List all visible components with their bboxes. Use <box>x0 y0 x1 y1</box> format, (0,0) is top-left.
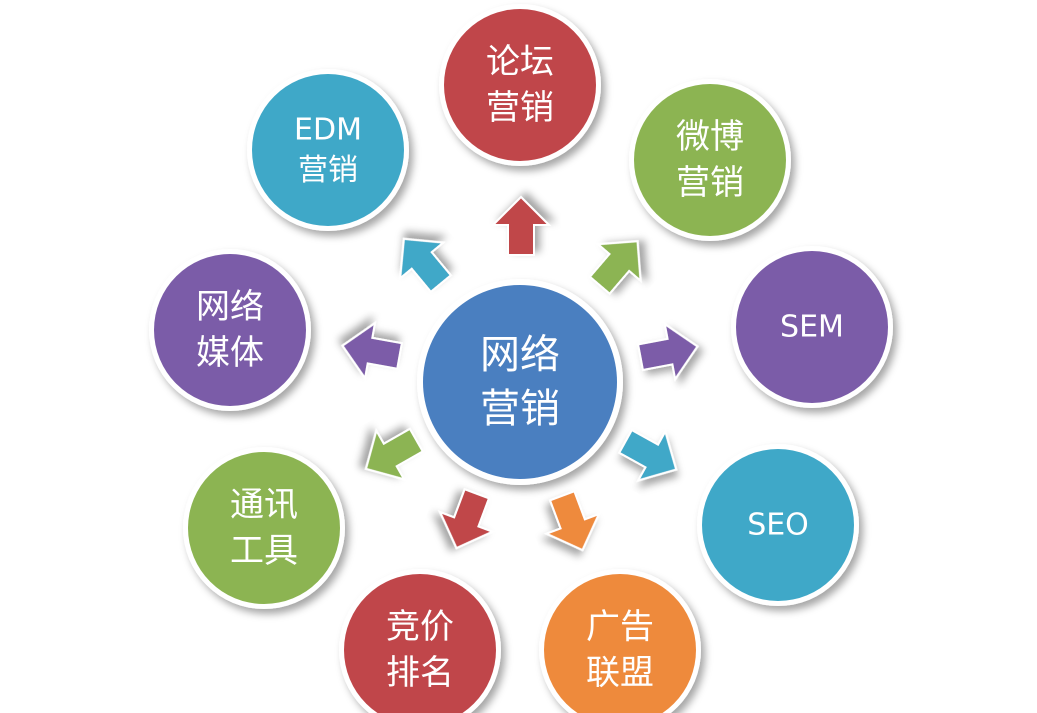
forum-marketing-label-line: 论坛 <box>486 42 554 82</box>
center-label-line: 网络 <box>480 332 560 378</box>
bidding-ranking-arrow-icon <box>438 487 496 550</box>
weibo-marketing-circle <box>634 84 786 236</box>
center-label-line: 营销 <box>480 386 560 432</box>
network-media-label-line: 媒体 <box>196 333 264 373</box>
sem-arrow-icon <box>636 321 699 382</box>
weibo-marketing-arrow-icon <box>588 240 642 296</box>
edm-marketing-node: EDM 营销 <box>247 69 409 231</box>
seo-arrow-icon <box>617 428 678 483</box>
bidding-ranking-label-line: 排名 <box>386 653 454 693</box>
sem-circle <box>736 251 888 403</box>
network-media-label-line: 网络 <box>196 287 264 327</box>
edm-marketing-circle <box>252 74 404 226</box>
forum-marketing-arrow-icon <box>490 195 552 256</box>
sem-label-line: SEM <box>780 310 844 345</box>
edm-marketing-arrow-icon <box>398 237 453 294</box>
sem-node: SEM <box>731 246 893 408</box>
ad-alliance-arrow-icon <box>543 489 601 552</box>
arrows-group <box>341 195 699 552</box>
ad-alliance-label-line: 联盟 <box>586 653 654 693</box>
ad-alliance-circle <box>544 574 696 713</box>
im-tools-label-line: 通讯 <box>230 485 298 525</box>
forum-marketing-label-line: 营销 <box>486 88 554 128</box>
weibo-marketing-label-line: 微博 <box>676 117 744 157</box>
center-circle <box>423 285 617 479</box>
forum-marketing-circle <box>444 9 596 161</box>
seo-circle <box>702 449 854 601</box>
ad-alliance-label-line: 广告 <box>586 607 654 647</box>
edm-marketing-label-line: 营销 <box>298 153 358 188</box>
network-media-circle <box>154 254 306 406</box>
weibo-marketing-label-line: 营销 <box>676 163 744 203</box>
im-tools-label-line: 工具 <box>230 531 298 571</box>
seo-node: SEO <box>697 444 859 606</box>
edm-marketing-label-line: EDM <box>294 112 362 147</box>
seo-label-line: SEO <box>747 508 809 543</box>
im-tools-arrow-icon <box>364 427 425 481</box>
bidding-ranking-label-line: 竞价 <box>386 607 454 647</box>
network-media-arrow-icon <box>341 320 404 381</box>
bidding-ranking-circle <box>344 574 496 713</box>
im-tools-circle <box>188 452 340 604</box>
